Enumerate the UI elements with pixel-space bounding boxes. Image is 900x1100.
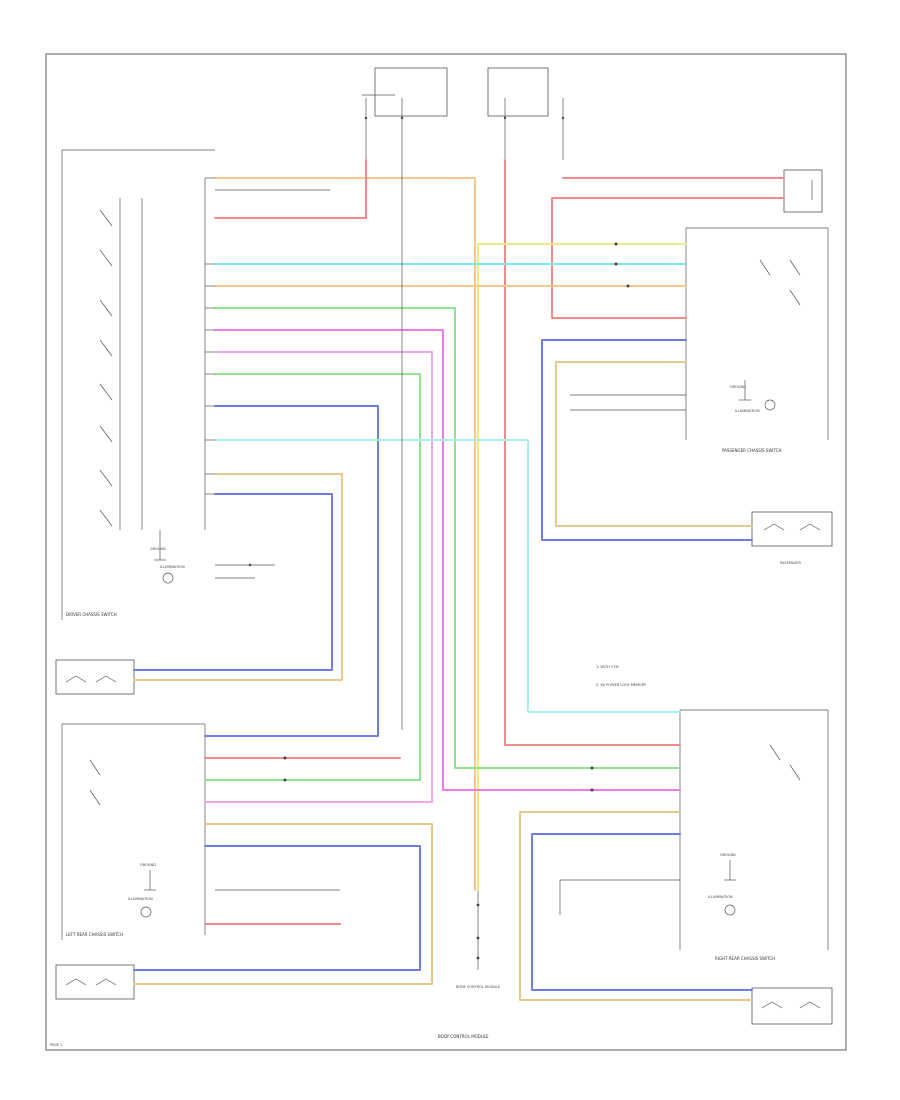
top-right-fuse-connector — [783, 169, 823, 213]
ground-label-3: GROUND — [140, 863, 156, 867]
wire-tan-1 — [133, 473, 343, 681]
illumination-label-4: ILLUMINATION — [708, 895, 733, 899]
junction-dots — [283, 242, 630, 792]
wire-magenta-1 — [214, 329, 681, 791]
footer-label: PAGE 1 — [50, 1043, 62, 1047]
illumination-label-2: ILLUMINATION — [735, 409, 760, 413]
driver-chassis-switch: ILLUMINATION GROUND DRIVER CHASSIS SWITC… — [61, 149, 275, 620]
wire-green-1 — [214, 307, 681, 769]
top-right-connector — [487, 67, 565, 160]
illumination-label-3: ILLUMINATION — [128, 897, 153, 901]
wire-red-vertical — [504, 159, 681, 746]
left-rear-motor-connector — [55, 964, 135, 1000]
note-1: 1: WITH CTM — [596, 665, 619, 669]
right-rear-switch-label: RIGHT REAR CHASSIS SWITCH — [715, 956, 775, 961]
driver-switch-label: DRIVER CHASSIS SWITCH — [66, 612, 117, 617]
top-left-connector — [362, 67, 448, 160]
wire-orange-top — [214, 177, 476, 891]
wire-tan-rr — [519, 811, 753, 1001]
wire-blue-1 — [204, 405, 379, 737]
body-control-module: BODY CONTROL MODULE BODY CONTROL MODULE — [438, 890, 500, 1039]
left-rear-switch-label: LEFT REAR CHASSIS SWITCH — [66, 932, 123, 937]
wire-blue-rr — [531, 833, 753, 991]
right-rear-motor-connector — [751, 987, 833, 1025]
ground-label-1: GROUND — [150, 547, 166, 551]
passenger-motor-label: PASSENGER — [780, 561, 801, 565]
ground-label-2: GROUND — [730, 385, 746, 389]
right-rear-chassis-switch: GROUND ILLUMINATION RIGHT REAR CHASSIS S… — [679, 709, 829, 961]
note-2: 2: W/ POWER LOCK MEMORY — [596, 683, 647, 687]
wire-red-passenger — [551, 177, 785, 319]
driver-pin-ticks — [205, 177, 215, 495]
bcm-sub-label: BODY CONTROL MODULE — [456, 985, 500, 989]
driver-motor-connector — [55, 659, 135, 695]
wire-lightcyan — [214, 439, 681, 713]
illumination-label-1: ILLUMINATION — [160, 565, 185, 569]
bcm-label: BODY CONTROL MODULE — [438, 1034, 489, 1039]
ground-label-4: GROUND — [720, 853, 736, 857]
passenger-chassis-switch: GROUND ILLUMINATION PASSENGER CHASSIS SW… — [685, 227, 829, 453]
wire-tan-lr — [133, 823, 433, 985]
wire-green-2 — [204, 373, 421, 781]
switch-contacts — [99, 209, 113, 527]
wire-yellow — [477, 243, 687, 891]
passenger-motor-connector: PASSENGER — [751, 511, 833, 565]
wire-red-top — [214, 159, 367, 219]
wire-magenta-2 — [204, 351, 433, 803]
wire-blue-2 — [133, 493, 333, 671]
wire-blue-lr — [133, 845, 421, 971]
passenger-switch-label: PASSENGER CHASSIS SWITCH — [722, 448, 781, 453]
wire-blue-passenger — [541, 339, 753, 541]
diagram-frame — [45, 53, 847, 1051]
left-rear-chassis-switch: GROUND ILLUMINATION LEFT REAR CHASSIS SW… — [61, 723, 206, 940]
wire-tan-passenger — [555, 361, 753, 527]
